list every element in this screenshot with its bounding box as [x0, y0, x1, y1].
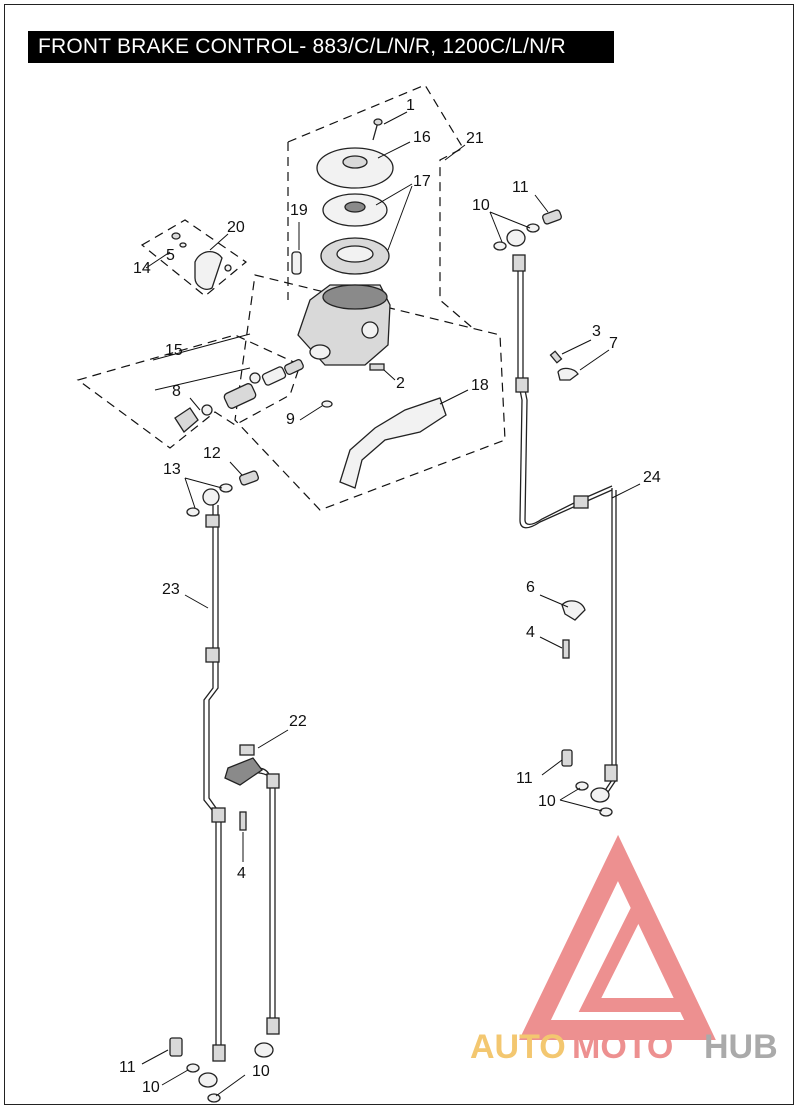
boot-8 [174, 407, 199, 433]
callout-4-right: 4 [526, 624, 535, 641]
callout-10-top: 10 [472, 197, 490, 214]
bolt-4-mid [239, 811, 247, 831]
manifold-22 [224, 744, 263, 786]
watermark-auto: AUTO [470, 1028, 566, 1066]
brake-line-24 [506, 229, 618, 803]
bolt-4-right [562, 639, 570, 659]
callout-14: 14 [133, 260, 151, 277]
clamp-7 [549, 350, 579, 381]
page-title: FRONT BRAKE CONTROL- 883/C/L/N/R, 1200C/… [28, 31, 614, 63]
callout-11-top: 11 [512, 179, 529, 196]
callout-5: 5 [166, 247, 175, 264]
callout-11-bottom: 11 [119, 1059, 136, 1076]
callout-8: 8 [172, 383, 181, 400]
callout-19: 19 [290, 202, 308, 219]
callout-4-mid: 4 [237, 865, 246, 882]
group-outline-15 [76, 334, 301, 449]
automotohub-logo: AUTO MOTO HUB [470, 834, 778, 1066]
leader-lines [141, 111, 641, 1097]
callout-23: 23 [162, 581, 180, 598]
callout-24: 24 [643, 469, 661, 486]
logo-triangle-inner [578, 889, 702, 1012]
bolt-11-right [561, 749, 613, 817]
callout-12: 12 [203, 445, 221, 462]
brake-line-23 [198, 488, 226, 1088]
brake-line-right-branch [246, 767, 280, 1058]
group-outline-18 [234, 274, 506, 511]
callout-11-right: 11 [516, 770, 533, 787]
callout-10-bottom-a: 10 [142, 1079, 160, 1096]
callout-3: 3 [592, 323, 601, 340]
callout-20: 20 [227, 219, 245, 236]
screw-5 [171, 232, 187, 248]
bolt-11-bottom [169, 1037, 221, 1103]
diagram-frame [4, 4, 794, 1105]
banjo-bolt-12 [239, 470, 259, 486]
bolt-11-top [493, 209, 562, 251]
pin-19 [291, 251, 302, 275]
lever-18 [339, 397, 447, 489]
callout-1: 1 [406, 97, 415, 114]
callout-10-right: 10 [538, 793, 556, 810]
group-outline-20 [140, 219, 247, 297]
watermark-hub: HUB [704, 1028, 778, 1066]
screw-2 [369, 363, 385, 371]
callout-17: 17 [413, 173, 431, 190]
callout-22: 22 [289, 713, 307, 730]
gasket-17 [320, 193, 390, 275]
screw-1 [372, 118, 383, 141]
callout-13: 13 [163, 461, 181, 478]
callout-10-bottom-b: 10 [252, 1063, 270, 1080]
watermark-moto: MOTO [572, 1028, 673, 1066]
callout-7: 7 [609, 335, 618, 352]
master-cylinder-body [297, 284, 391, 366]
cover-16 [316, 147, 394, 189]
piston-kit-15 [201, 359, 304, 416]
group-outline-21 [287, 84, 476, 331]
callout-16: 16 [413, 129, 431, 146]
callout-15: 15 [165, 342, 183, 359]
callout-9: 9 [286, 411, 295, 428]
washer-13 [186, 483, 233, 517]
callout-6: 6 [526, 579, 535, 596]
callout-21: 21 [466, 130, 484, 147]
callout-2: 2 [396, 375, 405, 392]
callout-18: 18 [471, 377, 489, 394]
ring-9 [321, 400, 333, 408]
clamp-6 [561, 600, 586, 621]
clamp-14 [194, 251, 232, 290]
